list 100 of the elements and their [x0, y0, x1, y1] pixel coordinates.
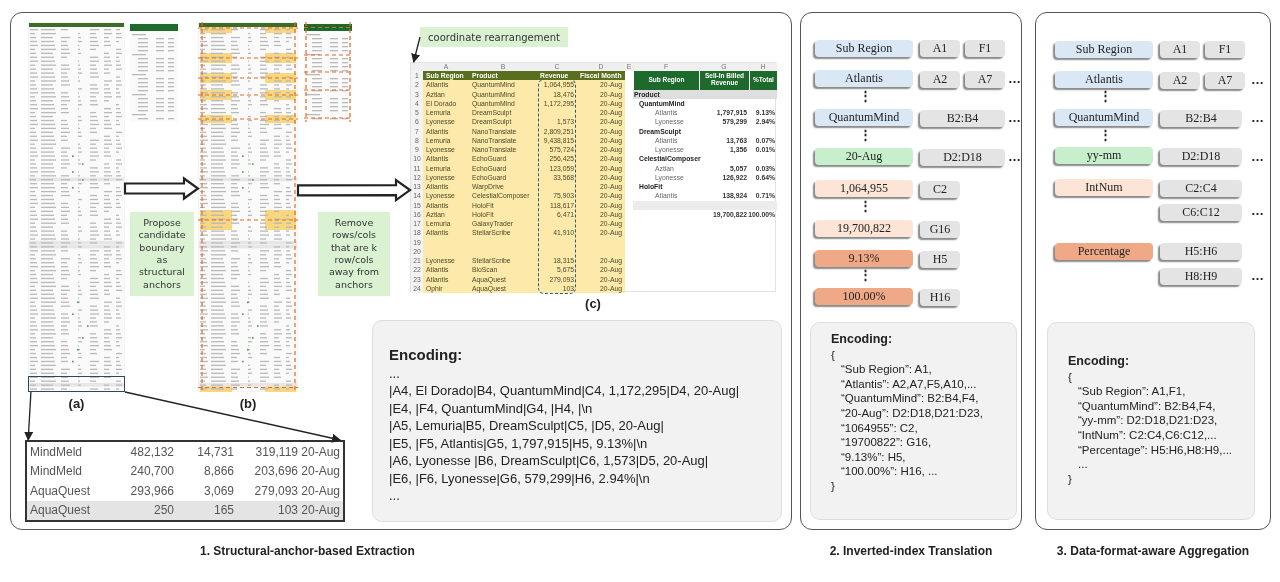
arrow	[411, 36, 421, 63]
data-value: 203,696	[253, 463, 299, 481]
step-note: coordinate rearrangement	[420, 27, 568, 47]
data-value: 20-Aug	[301, 443, 341, 461]
address-chip: H8:H9	[1160, 268, 1242, 285]
value-chip: 100.00%	[815, 288, 913, 305]
encoding-heading: Encoding:	[1068, 353, 1130, 370]
step-note: Remove rows/cols that are k row/cols away from anchors	[318, 212, 390, 296]
value-chip: Atlantis	[815, 70, 913, 87]
address-chip: C2	[920, 181, 960, 198]
address-chip: H5	[920, 251, 960, 268]
continuation-mark: …	[1251, 268, 1264, 284]
continuation-mark: …	[1008, 110, 1021, 126]
address-chip: A1	[920, 40, 960, 57]
data-value: 14,731	[196, 443, 235, 461]
code-line: ...	[1078, 457, 1088, 472]
code-line: “QuantumMind”: B2:B4,F4,	[841, 391, 979, 406]
value-chip: QuantumMind	[815, 109, 913, 126]
data-value: 20-Aug	[301, 463, 341, 481]
arrow	[124, 391, 342, 443]
value-chip: Percentage	[1055, 243, 1153, 260]
code-line: |A4, El Dorado|B4, QuantumMind|C4, 1,172,295|D4, 20-Aug|	[389, 382, 740, 400]
code-line: “Percentage”: H5:H6,H8:H9,...	[1078, 442, 1233, 458]
address-chip: A1	[1160, 41, 1200, 58]
zoomed-table	[25, 440, 345, 522]
code-line: “yy-mm”: D2:D18,D21:D23,	[1078, 413, 1218, 428]
code-line: “100.00%”: H16, ...	[841, 464, 938, 479]
encoding-panel	[1047, 322, 1255, 520]
code-line: “9.13%”: H5,	[841, 449, 906, 465]
encoding-panel	[810, 322, 1017, 520]
address-chip: H16	[920, 289, 960, 306]
data-value: 20-Aug	[301, 482, 341, 500]
data-value: AquaQuest	[29, 502, 92, 520]
code-line: |E5, |F5, Atlantis|G5, 1,797,915|H5, 9.13%|\n	[389, 434, 648, 452]
data-value: MindMeld	[29, 443, 84, 461]
value-chip: Sub Region	[815, 40, 913, 57]
data-value: 482,132	[129, 443, 175, 461]
code-line: “Sub Region”: A1,	[841, 362, 932, 377]
code-line: “1064955”: C2,	[841, 420, 918, 436]
code-line: |E6, |F6, Lyonesse|G6, 579,299|H6, 2.94%|\n	[389, 469, 650, 487]
code-line: “QuantumMind”: B2:B4,F4,	[1078, 398, 1216, 414]
address-chip: C2:C4	[1160, 180, 1242, 197]
step-note: Propose candidate boundary as structural anchors	[130, 212, 194, 296]
data-value: 240,700	[129, 463, 175, 481]
encoding-panel	[372, 320, 782, 522]
continuation-mark: ⋮	[859, 88, 872, 104]
section-caption: 2. Inverted-index Translation	[829, 544, 993, 558]
code-line: }	[831, 478, 835, 494]
address-chip: D2:D18	[920, 149, 1005, 166]
data-value: 103	[276, 502, 299, 520]
continuation-mark: …	[1251, 72, 1264, 88]
data-value: AquaQuest	[29, 482, 92, 500]
continuation-mark: ⋮	[1099, 88, 1112, 104]
data-value: 293,966	[129, 482, 175, 500]
encoding-heading: Encoding:	[831, 331, 893, 348]
continuation-mark: …	[1008, 71, 1021, 87]
code-line: {	[831, 347, 835, 363]
code-line: |A5, Lemuria|B5, DreamSculpt|C5, |D5, 20-Aug|	[389, 417, 664, 435]
block-arrow	[123, 176, 200, 201]
continuation-mark: ⋮	[1099, 127, 1112, 143]
block-arrow	[296, 177, 412, 203]
continuation-mark: ⋮	[859, 198, 872, 214]
figure-label: (b)	[239, 396, 257, 411]
code-line: “Sub Region”: A1,F1,	[1078, 384, 1186, 399]
data-value: 279,093	[253, 482, 299, 500]
data-value: MindMeld	[29, 463, 84, 481]
data-value: 250	[152, 502, 175, 520]
code-line: “IntNum”: C2:C4,C6:C12,...	[1078, 427, 1217, 443]
code-line: |E4, |F4, QuantumMind|G4, |H4, |\n	[389, 399, 593, 417]
code-line: }	[1068, 471, 1072, 487]
address-chip: A7	[1205, 72, 1245, 89]
value-chip: Sub Region	[1055, 41, 1153, 58]
code-line: ...	[389, 487, 400, 505]
continuation-mark: …	[1251, 203, 1264, 219]
code-line: |A6, Lyonesse |B6, DreamSculpt|C6, 1,573|D5, 20-Aug|	[389, 452, 709, 470]
continuation-mark: ⋮	[859, 127, 872, 143]
value-chip: 19,700,822	[815, 220, 913, 237]
data-value: 319,119	[254, 443, 299, 461]
data-value: 20-Aug	[301, 502, 341, 520]
value-chip: 9.13%	[815, 250, 913, 267]
value-chip: QuantumMind	[1055, 109, 1153, 126]
section-caption: 1. Structural-anchor-based Extraction	[200, 544, 415, 558]
value-chip: IntNum	[1055, 179, 1153, 196]
figure-label: (a)	[68, 396, 85, 411]
code-line: ...	[389, 364, 400, 382]
address-chip: D2:D18	[1160, 148, 1242, 165]
address-chip: C6:C12	[1160, 204, 1242, 221]
address-chip: B2:B4	[1160, 110, 1242, 127]
data-value: 8,866	[202, 463, 235, 481]
data-value: 3,069	[202, 482, 235, 500]
spreadsheet-table	[410, 62, 776, 292]
value-chip: 20-Aug	[815, 148, 913, 165]
continuation-mark: …	[1008, 149, 1021, 165]
data-value: 165	[212, 502, 235, 520]
address-chip: F1	[1205, 41, 1245, 58]
encoding-heading: Encoding:	[389, 345, 463, 365]
figure-label: (c)	[585, 296, 601, 311]
address-chip: F1	[965, 40, 1005, 57]
section-caption: 3. Data-format-aware Aggregation	[1056, 544, 1250, 558]
address-chip: G16	[920, 221, 960, 238]
